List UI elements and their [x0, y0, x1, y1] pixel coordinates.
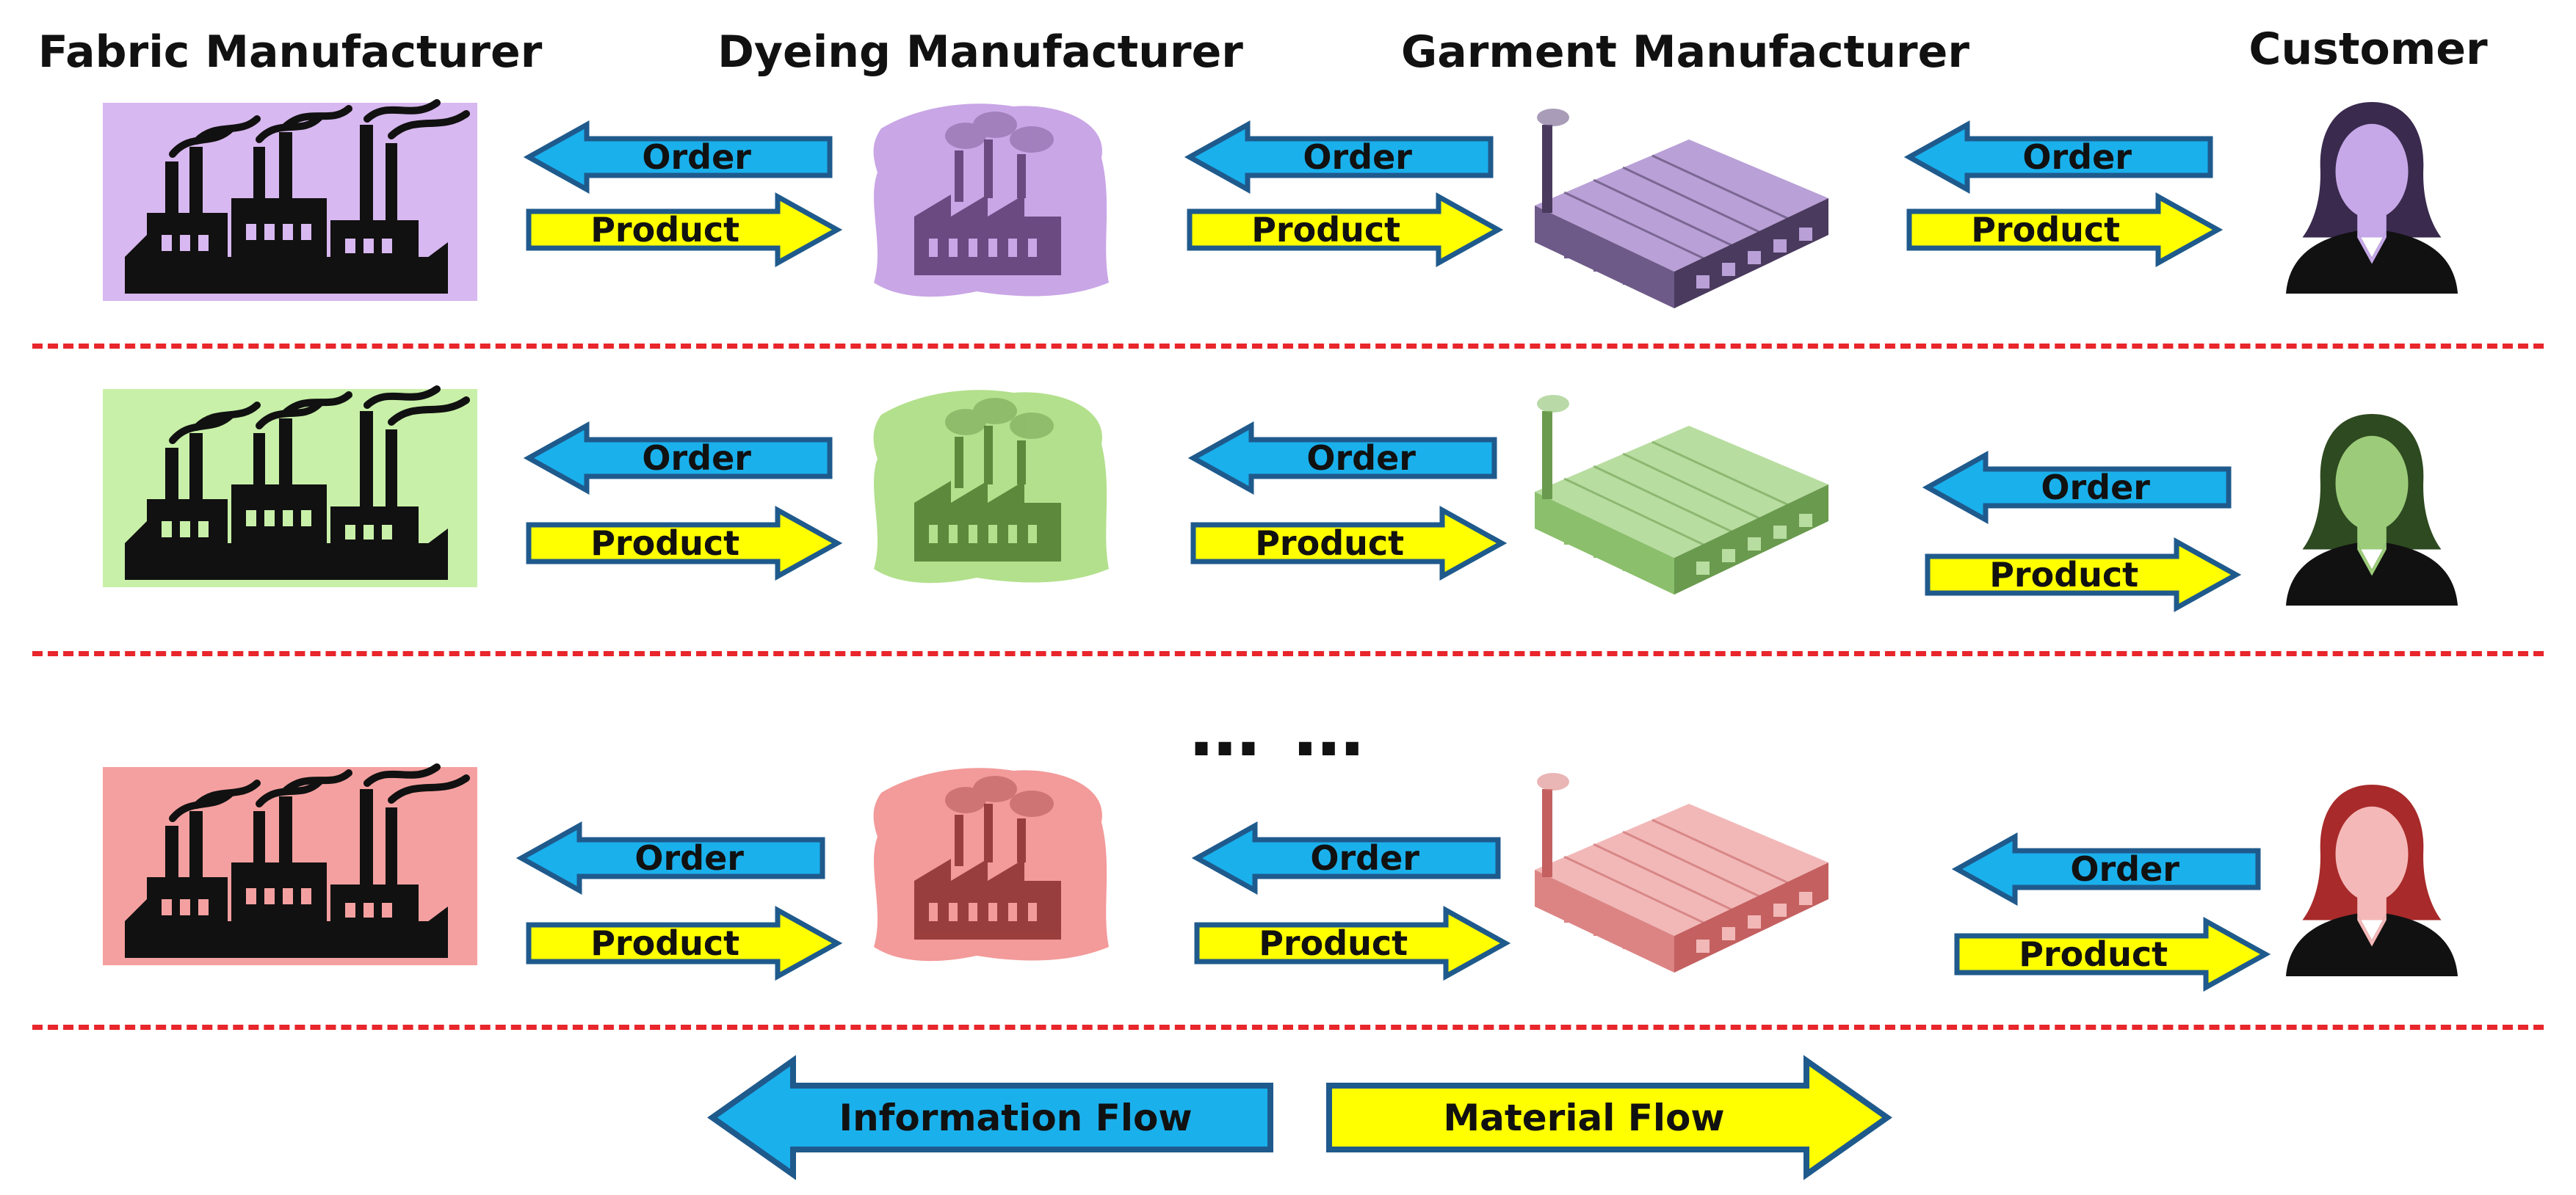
order-arrow-label: Order [642, 137, 751, 177]
left-arrow-icon [1903, 120, 2213, 194]
order-arrow: Order [1187, 421, 1497, 495]
right-arrow-icon [526, 906, 843, 981]
header-garment-manufacturer: Garment Manufacturer [1401, 26, 1969, 78]
factory-icon [103, 763, 477, 965]
product-arrow: Product [526, 192, 843, 267]
product-arrow-label: Product [1251, 210, 1401, 250]
product-arrow: Product [1187, 192, 1504, 267]
left-arrow-icon [523, 421, 833, 495]
product-arrow: Product [1194, 906, 1511, 981]
right-arrow-icon [526, 192, 843, 267]
order-arrow: Order [1184, 120, 1494, 194]
order-arrow-label: Order [1303, 137, 1412, 177]
product-arrow-label: Product [1971, 210, 2121, 250]
smoke-factory-icon [866, 385, 1116, 591]
person-icon [2262, 407, 2482, 606]
header-fabric-manufacturer: Fabric Manufacturer [37, 26, 543, 78]
order-arrow-label: Order [1310, 838, 1419, 878]
product-arrow-label: Product [2019, 934, 2168, 974]
right-arrow-icon [1954, 917, 2271, 992]
material-flow-arrow-label: Material Flow [1443, 1096, 1725, 1139]
order-arrow-label: Order [2041, 468, 2150, 507]
left-arrow-icon [1922, 451, 2232, 524]
order-arrow-label: Order [1306, 438, 1416, 478]
left-arrow-icon [515, 821, 825, 895]
right-arrow-icon [1190, 506, 1508, 581]
person-icon [2262, 95, 2482, 294]
order-arrow: Order [1191, 821, 1501, 895]
information-flow-arrow-label: Information Flow [839, 1096, 1193, 1139]
left-arrow-icon [707, 1055, 1273, 1180]
order-arrow: Order [1903, 120, 2213, 194]
material-flow-arrow: Material Flow [1326, 1055, 1892, 1180]
warehouse-icon [1520, 382, 1843, 602]
continuation-ellipsis: … … [1190, 690, 1369, 772]
warehouse-icon [1520, 760, 1843, 980]
person-icon [2262, 778, 2482, 976]
product-arrow: Product [1190, 506, 1508, 581]
order-arrow-label: Order [2022, 137, 2132, 177]
order-arrow: Order [523, 421, 833, 495]
left-arrow-icon [1191, 821, 1501, 895]
right-arrow-icon [1187, 192, 1504, 267]
row-divider [32, 344, 2544, 349]
product-arrow-label: Product [590, 210, 740, 250]
order-arrow: Order [515, 821, 825, 895]
product-arrow-label: Product [590, 523, 740, 563]
product-arrow-label: Product [1255, 523, 1405, 563]
order-arrow-label: Order [2070, 849, 2179, 889]
right-arrow-icon [1925, 537, 2242, 612]
order-arrow: Order [1922, 451, 2232, 524]
right-arrow-icon [1194, 906, 1511, 981]
left-arrow-icon [1184, 120, 1494, 194]
header-customer: Customer [2248, 23, 2488, 75]
factory-icon [103, 99, 477, 301]
factory-icon [103, 385, 477, 587]
product-arrow: Product [1954, 917, 2271, 992]
product-arrow: Product [1925, 537, 2242, 612]
row-divider [32, 1025, 2544, 1030]
smoke-factory-icon [866, 763, 1116, 969]
product-arrow-label: Product [1259, 923, 1408, 963]
product-arrow: Product [1906, 192, 2224, 267]
product-arrow-label: Product [590, 923, 740, 963]
warehouse-icon [1520, 95, 1843, 316]
order-arrow-label: Order [642, 438, 751, 478]
order-arrow-label: Order [634, 838, 744, 878]
right-arrow-icon [1906, 192, 2224, 267]
left-arrow-icon [1951, 832, 2261, 906]
order-arrow: Order [1951, 832, 2261, 906]
left-arrow-icon [523, 120, 833, 194]
right-arrow-icon [1326, 1055, 1892, 1180]
product-arrow: Product [526, 506, 843, 581]
information-flow-arrow: Information Flow [707, 1055, 1273, 1180]
product-arrow: Product [526, 906, 843, 981]
smoke-factory-icon [866, 99, 1116, 305]
row-divider [32, 651, 2544, 656]
order-arrow: Order [523, 120, 833, 194]
right-arrow-icon [526, 506, 843, 581]
left-arrow-icon [1187, 421, 1497, 495]
header-dyeing-manufacturer: Dyeing Manufacturer [717, 26, 1243, 78]
product-arrow-label: Product [1989, 555, 2139, 595]
